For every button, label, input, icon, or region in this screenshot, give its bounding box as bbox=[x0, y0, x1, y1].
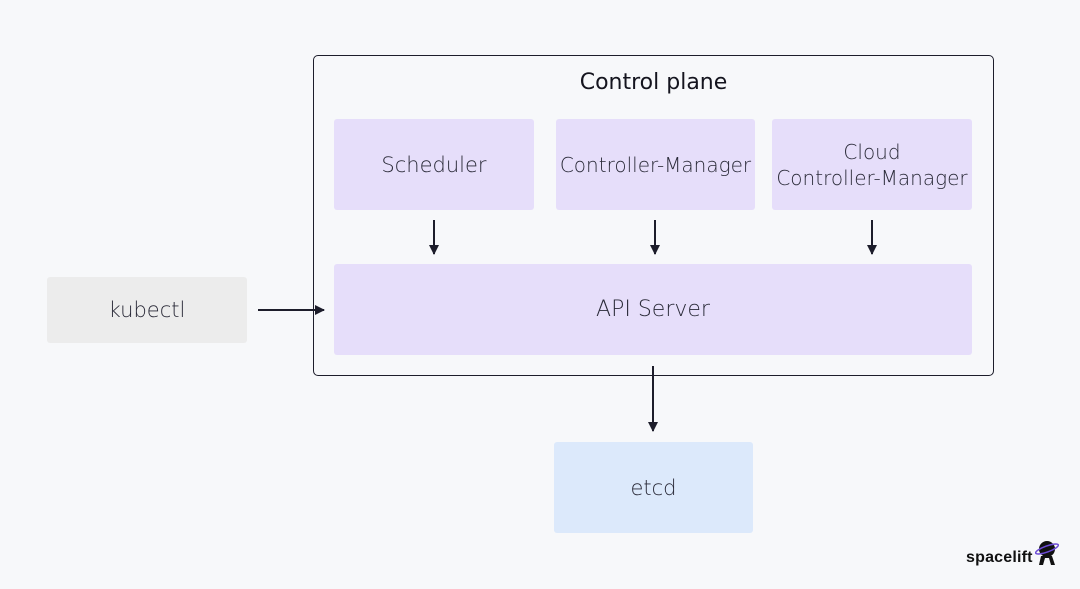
scheduler-node: Scheduler bbox=[334, 119, 534, 210]
logo-text: spacelift bbox=[966, 549, 1033, 566]
cloud-controller-manager-label-line1: Cloud bbox=[843, 139, 901, 164]
etcd-label: etcd bbox=[630, 475, 677, 500]
spacelift-logo: spacelift bbox=[966, 541, 1061, 568]
etcd-node: etcd bbox=[554, 442, 753, 533]
kubectl-label: kubectl bbox=[108, 298, 186, 322]
api-server-node: API Server bbox=[334, 264, 972, 355]
control-plane-title: Control plane bbox=[579, 70, 728, 95]
astronaut-icon bbox=[1034, 541, 1059, 565]
controller-manager-label: Controller-Manager bbox=[559, 152, 752, 177]
scheduler-label: Scheduler bbox=[381, 152, 487, 177]
kubectl-node: kubectl bbox=[47, 277, 247, 343]
api-server-label: API Server bbox=[596, 296, 710, 322]
cloud-controller-manager-label-line2: Controller-Manager bbox=[776, 165, 968, 190]
cloud-controller-manager-node: Cloud Controller-Manager bbox=[772, 119, 972, 210]
controller-manager-node: Controller-Manager bbox=[556, 119, 755, 210]
